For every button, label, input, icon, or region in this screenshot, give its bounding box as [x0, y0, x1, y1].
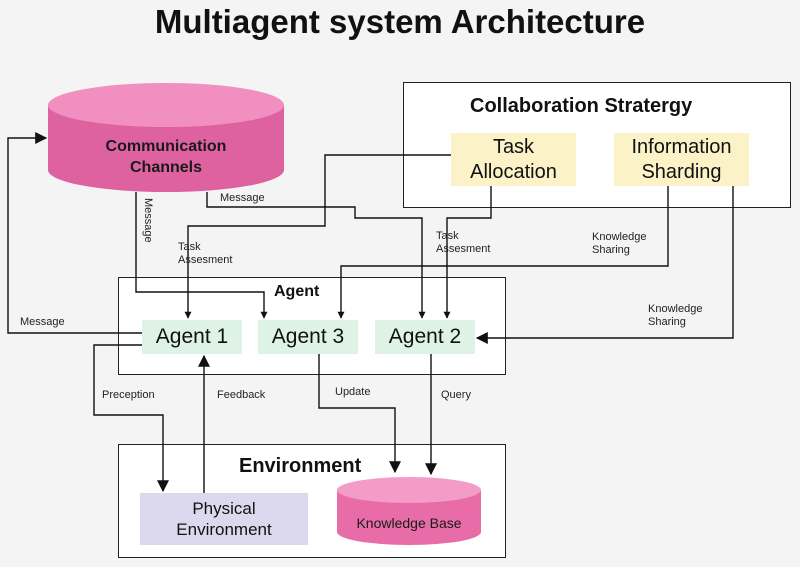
task-allocation-line2: Allocation — [470, 160, 557, 183]
communication-channels-line1: Communication — [105, 138, 227, 155]
task-allocation-box: Task Allocation — [451, 133, 576, 186]
update-label: Update — [335, 386, 371, 398]
physical-environment-line1: Physical — [192, 499, 256, 518]
edge-knowledge-sharing-right — [475, 186, 734, 344]
preception-label: Preception — [102, 389, 155, 401]
message-top-label: Message — [220, 192, 265, 204]
diagram-title: Multiagent system Architecture — [154, 3, 646, 40]
agent-3-box: Agent 3 — [258, 320, 358, 354]
task-assesment-mid-label: Task Assesment — [436, 230, 490, 256]
knowledge-sharing-right-label: Knowledge Sharing — [648, 303, 702, 329]
task-assesment-mid-line1: Task — [436, 230, 459, 242]
task-allocation-line1: Task — [492, 135, 535, 158]
knowledge-sharing-right-line2: Sharing — [648, 316, 686, 328]
edge-update — [318, 354, 401, 474]
edge-message-top — [206, 192, 426, 319]
knowledge-sharing-right-line1: Knowledge — [648, 303, 703, 315]
message-left-label: Message — [20, 316, 65, 328]
task-assesment-left-line2: Assesment — [178, 254, 233, 266]
edge-task-assesment-mid — [443, 186, 492, 319]
task-assesment-mid-line2: Assesment — [436, 243, 491, 255]
information-sharding-box: Information Sharding — [614, 133, 749, 186]
knowledge-sharing-top-label: Knowledge Sharing — [592, 231, 646, 257]
communication-channels-cylinder — [48, 83, 284, 192]
edge-message-vertical — [135, 192, 268, 319]
edge-message-left — [7, 132, 142, 334]
agent-2-box: Agent 2 — [375, 320, 475, 354]
physical-environment-line2: Environment — [176, 520, 272, 539]
agent-1-box: Agent 1 — [142, 320, 242, 354]
edge-task-assesment-left — [184, 154, 451, 319]
edge-preception — [93, 344, 169, 493]
knowledge-sharing-top-line2: Sharing — [592, 244, 630, 256]
task-assesment-left-line1: Task — [178, 241, 201, 253]
communication-channels-label: Communication Channels — [58, 136, 274, 178]
environment-frame-title: Environment — [239, 455, 362, 477]
knowledge-sharing-top-line1: Knowledge — [592, 231, 647, 243]
agent-frame-title: Agent — [274, 283, 320, 300]
information-sharding-line1: Information — [631, 135, 732, 158]
feedback-label: Feedback — [217, 389, 266, 401]
message-vertical-label: Message — [142, 198, 154, 243]
knowledge-base-label: Knowledge Base — [356, 515, 462, 531]
task-assesment-left-label: Task Assesment — [178, 241, 232, 267]
communication-channels-line2: Channels — [129, 159, 202, 176]
physical-environment-box: Physical Environment — [140, 493, 308, 545]
knowledge-base-cylinder — [337, 477, 481, 545]
collaboration-strategy-title: Collaboration Stratergy — [470, 95, 693, 117]
information-sharding-line2: Sharding — [641, 160, 722, 183]
query-label: Query — [441, 389, 471, 401]
edge-knowledge-sharing-top — [337, 186, 669, 319]
